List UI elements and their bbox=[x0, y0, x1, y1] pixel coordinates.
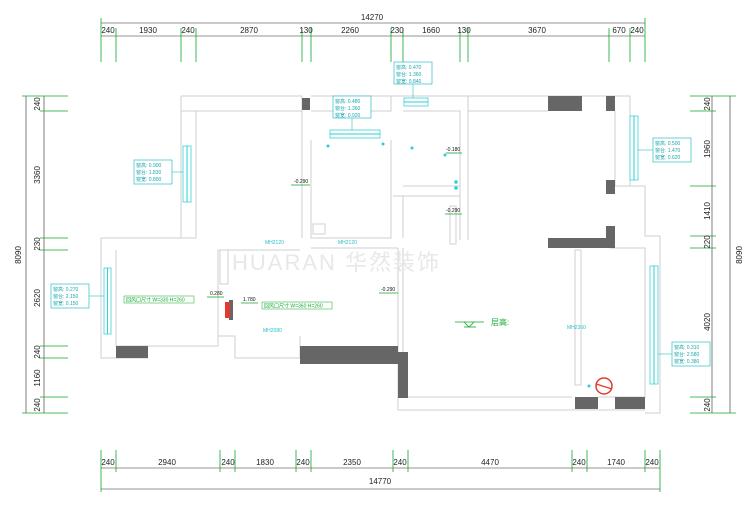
window-label-top-center-line-3: 窗宽: 0.840 bbox=[396, 78, 422, 85]
left-dim-6: 1160 bbox=[33, 369, 42, 387]
window-label-kitchen-line-3: 窗宽: 0.920 bbox=[335, 112, 361, 119]
window-label-right-top-line-1: 窗高: 0.500 bbox=[655, 140, 681, 147]
window-label-left-lower: 窗高: 0.270 窗台: 2.150 窗宽: 0.150 bbox=[50, 283, 90, 309]
level-marker-6: 1.780 bbox=[241, 297, 258, 304]
right-dimension-chain: 8090 240 1960 1410 220 4020 240 bbox=[690, 95, 744, 414]
red-circle-marker bbox=[595, 377, 613, 395]
right-dim-2: 1960 bbox=[703, 140, 712, 158]
watermark: HUARAN 华然装饰 bbox=[232, 250, 441, 275]
bottom-dim-3: 240 bbox=[221, 458, 235, 467]
bottom-dim-6: 2350 bbox=[343, 458, 361, 467]
return-vent-note-1-text: 回风口尺寸 W=330 H=260 bbox=[126, 297, 185, 304]
left-dim-7: 240 bbox=[33, 398, 42, 412]
bottom-dim-10: 1740 bbox=[607, 458, 625, 467]
ceiling-height-marker: 层高: bbox=[455, 317, 509, 328]
inner-partitions bbox=[219, 185, 582, 386]
left-dim-2: 3360 bbox=[33, 166, 42, 184]
door-tag-4: MH2360 bbox=[567, 325, 586, 331]
window-label-kitchen: 窗高: 0.480 窗台: 1.360 窗宽: 0.920 bbox=[332, 95, 372, 119]
top-dim-9: 130 bbox=[457, 26, 471, 35]
top-dim-3: 240 bbox=[181, 26, 195, 35]
window-label-right-lower: 窗高: 0.310 窗台: 2.580 窗宽: 0.380 bbox=[671, 341, 711, 367]
red-marker bbox=[225, 302, 230, 318]
bottom-dim-7: 240 bbox=[393, 458, 407, 467]
window-label-left-bedroom-line-3: 窗宽: 0.800 bbox=[136, 176, 162, 183]
bottom-dim-2: 2940 bbox=[158, 458, 176, 467]
right-dim-1: 240 bbox=[703, 97, 712, 111]
fixture-dots bbox=[326, 142, 591, 388]
left-dim-3: 230 bbox=[33, 237, 42, 251]
left-total-dimension: 8090 bbox=[14, 246, 23, 264]
window-label-right-top-line-3: 窗宽: 0.620 bbox=[655, 154, 681, 161]
leader-lines bbox=[89, 84, 672, 355]
window-label-top-center-line-2: 窗台: 1.360 bbox=[396, 71, 422, 78]
ceiling-height-label: 层高: bbox=[491, 317, 509, 327]
top-dim-11: 670 bbox=[612, 26, 626, 35]
return-vent-note-1: 回风口尺寸 W=330 H=260 bbox=[123, 295, 195, 304]
level-marker-4-text: -0.290 bbox=[381, 287, 395, 293]
right-dim-3: 1410 bbox=[703, 202, 712, 220]
right-dim-5: 4020 bbox=[703, 313, 712, 331]
top-dim-2: 1930 bbox=[139, 26, 157, 35]
left-dim-4: 2620 bbox=[33, 289, 42, 307]
top-dim-6: 2260 bbox=[341, 26, 359, 35]
window-label-left-bedroom: 窗高: 0.900 窗台: 1.830 窗宽: 0.800 bbox=[133, 159, 173, 185]
bottom-total-dimension: 14770 bbox=[369, 477, 392, 486]
top-dim-10: 3670 bbox=[528, 26, 546, 35]
top-dim-4: 2870 bbox=[240, 26, 258, 35]
left-dim-5: 240 bbox=[33, 345, 42, 359]
left-dimension-chain: 8090 240 3360 230 2620 240 1160 240 bbox=[14, 95, 68, 414]
top-dim-12: 240 bbox=[630, 26, 644, 35]
window-label-right-lower-line-2: 窗台: 2.580 bbox=[674, 351, 700, 358]
window-label-kitchen-line-1: 窗高: 0.480 bbox=[335, 98, 361, 105]
window-label-right-lower-line-1: 窗高: 0.310 bbox=[674, 344, 700, 351]
window-label-kitchen-line-2: 窗台: 1.360 bbox=[335, 105, 361, 112]
return-vent-note-2-text: 回风口尺寸 W=360 H=260 bbox=[264, 303, 323, 310]
top-dimension-chain: 14270 240 1930 240 2870 130 2260 230 166… bbox=[100, 13, 646, 62]
window-label-top-center-line-1: 窗高: 0.470 bbox=[396, 64, 422, 71]
level-marker-5: 0.280 bbox=[207, 291, 224, 298]
door-tag-1: MH2120 bbox=[265, 240, 284, 246]
level-marker-5-text: 0.280 bbox=[210, 291, 223, 297]
window-label-right-top: 窗高: 0.500 窗台: 1.470 窗宽: 0.620 bbox=[652, 137, 692, 163]
top-dim-7: 230 bbox=[390, 26, 404, 35]
window-label-left-lower-line-1: 窗高: 0.270 bbox=[53, 286, 79, 293]
level-marker-4: -0.290 bbox=[379, 287, 398, 294]
bottom-dim-1: 240 bbox=[101, 458, 115, 467]
door-tag-2: MH2120 bbox=[338, 240, 357, 246]
bottom-dimension-chain: 14770 240 2940 240 1830 240 2350 240 447… bbox=[100, 450, 661, 492]
bottom-dim-9: 240 bbox=[572, 458, 586, 467]
level-marker-6-text: 1.780 bbox=[243, 297, 256, 303]
window-label-left-lower-line-3: 窗宽: 0.150 bbox=[53, 300, 79, 307]
right-dim-6: 240 bbox=[703, 398, 712, 412]
window-label-top-center: 窗高: 0.470 窗台: 1.360 窗宽: 0.840 bbox=[393, 61, 433, 85]
top-dim-1: 240 bbox=[101, 26, 115, 35]
return-vent-note-2: 回风口尺寸 W=360 H=260 bbox=[261, 301, 333, 310]
window-label-left-bedroom-line-1: 窗高: 0.900 bbox=[136, 162, 162, 169]
level-marker-1: -0.290 bbox=[291, 179, 310, 186]
top-dim-5: 130 bbox=[299, 26, 313, 35]
windows bbox=[103, 97, 659, 385]
window-label-left-bedroom-line-2: 窗台: 1.830 bbox=[136, 169, 162, 176]
window-label-right-lower-line-3: 窗宽: 0.380 bbox=[674, 358, 700, 365]
left-dim-1: 240 bbox=[33, 97, 42, 111]
level-marker-2-text: -0.180 bbox=[446, 147, 460, 153]
structural-columns bbox=[116, 96, 645, 409]
level-marker-2: -0.180 bbox=[446, 147, 462, 154]
level-marker-1-text: -0.290 bbox=[294, 179, 308, 185]
window-label-right-top-line-2: 窗台: 1.470 bbox=[655, 147, 681, 154]
bottom-dim-5: 240 bbox=[296, 458, 310, 467]
bottom-dim-8: 4470 bbox=[481, 458, 499, 467]
right-total-dimension: 8090 bbox=[735, 246, 744, 264]
level-marker-3: -0.290 bbox=[445, 208, 462, 215]
right-dim-4: 220 bbox=[703, 235, 712, 249]
door-tag-3: MH2080 bbox=[263, 328, 282, 334]
top-total-dimension: 14270 bbox=[361, 13, 384, 22]
top-dim-8: 1660 bbox=[422, 26, 440, 35]
window-label-left-lower-line-2: 窗台: 2.150 bbox=[53, 293, 79, 300]
level-marker-3-text: -0.290 bbox=[446, 208, 460, 214]
bottom-dim-11: 240 bbox=[645, 458, 659, 467]
bottom-dim-4: 1830 bbox=[256, 458, 274, 467]
